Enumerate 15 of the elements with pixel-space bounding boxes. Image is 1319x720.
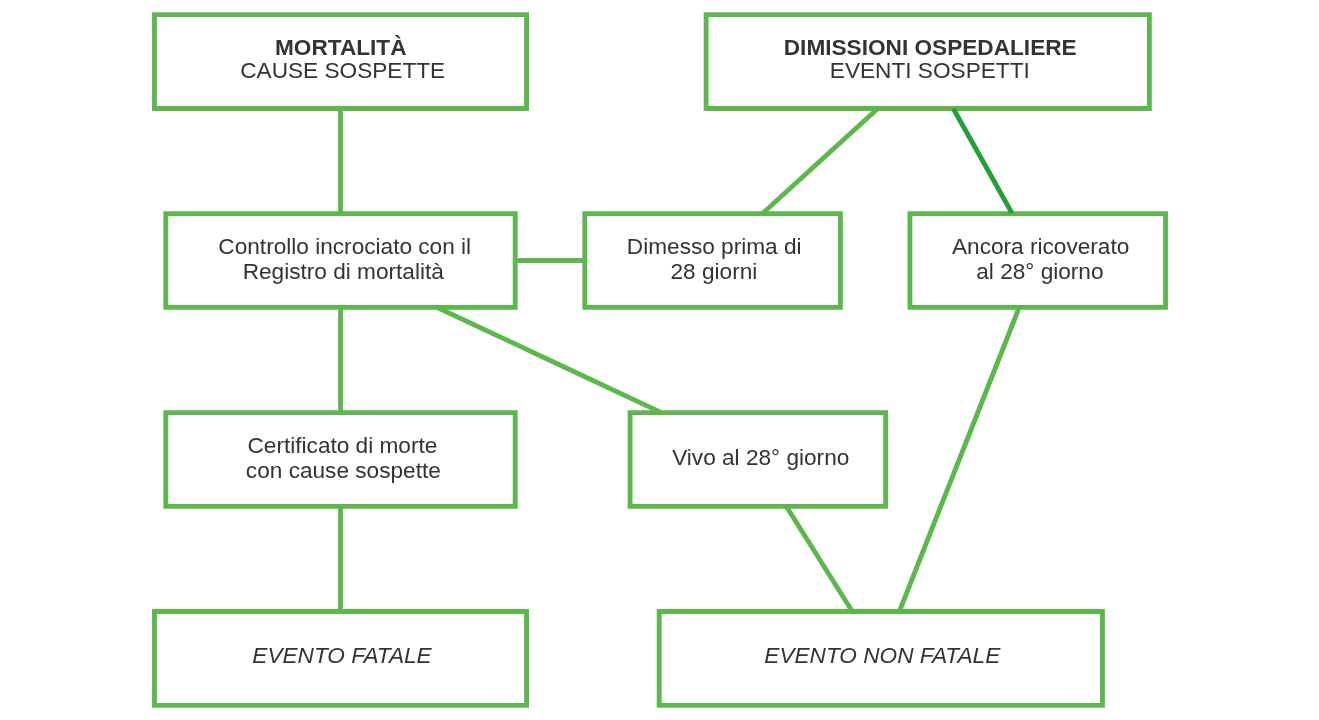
node-box: Certificato di morte con cause sospette: [162, 410, 518, 509]
connector: [337, 506, 343, 611]
connector: [337, 108, 343, 214]
node-box: MORTALITÀ CAUSE SOSPETTE: [151, 12, 529, 111]
node-box: Controllo incrociato con il Registro di mortalità: [162, 211, 518, 310]
node-box: DIMISSIONI OSPEDALIERE EVENTI SOSPETTI: [703, 12, 1152, 111]
node-box: EVENTO FATALE: [151, 609, 529, 708]
node-box: Vivo al 28° giorno: [627, 410, 888, 509]
connector: [435, 305, 662, 415]
node-box: Dimesso prima di 28 giorni: [581, 211, 843, 310]
node-box: EVENTO NON FATALE: [656, 609, 1105, 708]
connector: [337, 307, 343, 413]
node-box: Ancora ricoverato al 28° giorno: [907, 211, 1168, 310]
connector: [515, 258, 584, 263]
connector: [950, 107, 1014, 215]
